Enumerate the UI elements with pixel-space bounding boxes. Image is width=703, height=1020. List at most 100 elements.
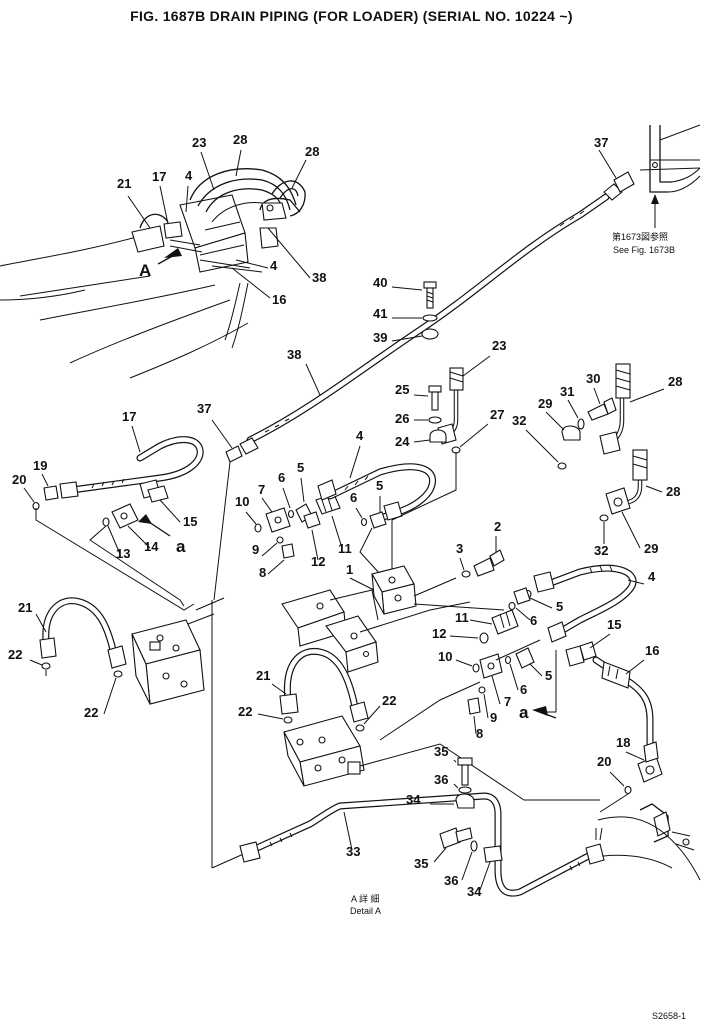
callout-c-4b: 4 — [270, 258, 278, 273]
callout-c-9a: 9 — [252, 542, 259, 557]
oring-6-midb — [508, 601, 531, 621]
callout-c-37a: 37 — [594, 135, 608, 150]
oring-6-lower — [504, 655, 519, 691]
callout-c-29a: 29 — [538, 396, 552, 411]
hose-4-lower — [533, 564, 645, 643]
callout-c-11a: 11 — [338, 541, 352, 556]
callout-c-4c: 4 — [356, 428, 364, 443]
hose-21-lower — [271, 647, 369, 723]
callout-c-5a: 5 — [297, 460, 304, 475]
line-7-valve — [379, 681, 481, 741]
callout-c-15b: 15 — [607, 617, 621, 632]
washer-26 — [414, 416, 442, 424]
clamp-34-upper — [430, 793, 475, 809]
line-20-lower — [599, 793, 629, 813]
detail-a-jp: A 詳 細 — [351, 893, 380, 904]
oring-27 — [451, 423, 489, 454]
callout-c-11b: 11 — [455, 610, 469, 625]
callout-c-2: 2 — [494, 519, 501, 534]
callout-c-20b: 20 — [597, 754, 611, 769]
bolt-35-upper — [453, 757, 473, 786]
callout-c-23a: 23 — [192, 135, 206, 150]
leader-38b — [305, 363, 321, 396]
callout-c-5c: 5 — [556, 599, 563, 614]
callout-c-10b: 10 — [438, 649, 452, 664]
washer-3 — [459, 557, 471, 578]
plug-8-upper — [267, 543, 295, 575]
oring-9-upper — [261, 536, 284, 557]
callout-c-22a: 22 — [8, 647, 22, 662]
callout-c-22c: 22 — [382, 693, 396, 708]
oring-20-upper — [23, 487, 40, 511]
callout-c-22d: 22 — [238, 704, 252, 719]
elbow-18 — [625, 741, 663, 783]
line-27-block — [391, 452, 457, 521]
see-fig-note: See Fig. 1673B — [613, 245, 675, 255]
valve-bracket — [281, 589, 379, 673]
callout-c-7b: 7 — [504, 694, 511, 709]
hose-38 — [246, 193, 610, 444]
bracket-ref-1673b — [639, 124, 701, 228]
callout-c-14: 14 — [144, 539, 159, 554]
callout-c-28c: 28 — [668, 374, 682, 389]
block-1 — [349, 565, 417, 615]
callout-c-13: 13 — [116, 546, 130, 561]
callout-c-39: 39 — [373, 330, 387, 345]
callout-c-35a: 35 — [434, 744, 448, 759]
view-letter-l-A: A — [139, 261, 151, 280]
oring-6-upper — [282, 487, 295, 519]
callout-c-36b: 36 — [444, 873, 458, 888]
arrow-a-stem — [539, 711, 557, 719]
callout-c-17b: 17 — [122, 409, 136, 424]
callout-c-30: 30 — [586, 371, 600, 386]
callout-c-32a: 32 — [512, 413, 526, 428]
callout-c-37b: 37 — [197, 401, 211, 416]
callout-c-41: 41 — [373, 306, 387, 321]
callout-c-6b: 6 — [350, 490, 357, 505]
bolt-30 — [587, 387, 617, 421]
callout-c-12b: 12 — [432, 626, 446, 641]
oring-6-right — [355, 507, 368, 527]
line-lower-right — [359, 743, 600, 801]
oring-20-lower — [609, 771, 632, 795]
view-letter-l-a1: a — [176, 537, 186, 556]
callout-c-32b: 32 — [594, 543, 608, 558]
line-7-5 — [495, 639, 541, 661]
pipe-28-upper — [599, 363, 665, 455]
fitting-12-lower — [449, 632, 489, 644]
pipe-33 — [239, 792, 605, 897]
fitting-19 — [41, 473, 59, 501]
callout-c-28d: 28 — [666, 484, 680, 499]
callout-c-20a: 20 — [12, 472, 26, 487]
callout-c-18: 18 — [616, 735, 630, 750]
callout-c-28a: 28 — [233, 132, 247, 147]
clamp-29-upper — [545, 411, 581, 441]
oring-32-upper — [525, 429, 567, 470]
oring-10-upper — [245, 511, 262, 533]
bolt-40 — [391, 281, 437, 309]
callout-c-34b: 34 — [467, 884, 482, 899]
callout-c-38a: 38 — [312, 270, 326, 285]
callout-c-9b: 9 — [490, 710, 497, 725]
callout-c-10a: 10 — [235, 494, 249, 509]
callout-c-6c: 6 — [530, 613, 537, 628]
oring-10-lower — [455, 659, 480, 673]
callout-c-40: 40 — [373, 275, 387, 290]
line-bracket-right — [359, 601, 471, 633]
connector-5-right — [369, 496, 387, 529]
oring-22-left-b — [103, 670, 123, 715]
callout-c-7a: 7 — [258, 482, 265, 497]
callout-c-15a: 15 — [183, 514, 197, 529]
fitting-15-upper — [147, 485, 181, 523]
line-block-11 — [413, 603, 505, 611]
oring-22-lower-a — [257, 713, 293, 724]
clamp-34-lower — [479, 845, 503, 891]
callout-c-31: 31 — [560, 384, 574, 399]
valve-body-lower — [283, 715, 365, 787]
oring-22-lower-b — [355, 705, 381, 732]
callout-c-6d: 6 — [520, 682, 527, 697]
fitting-7-lower — [479, 653, 503, 705]
callout-c-5d: 5 — [545, 668, 552, 683]
callout-c-4d: 4 — [648, 569, 656, 584]
